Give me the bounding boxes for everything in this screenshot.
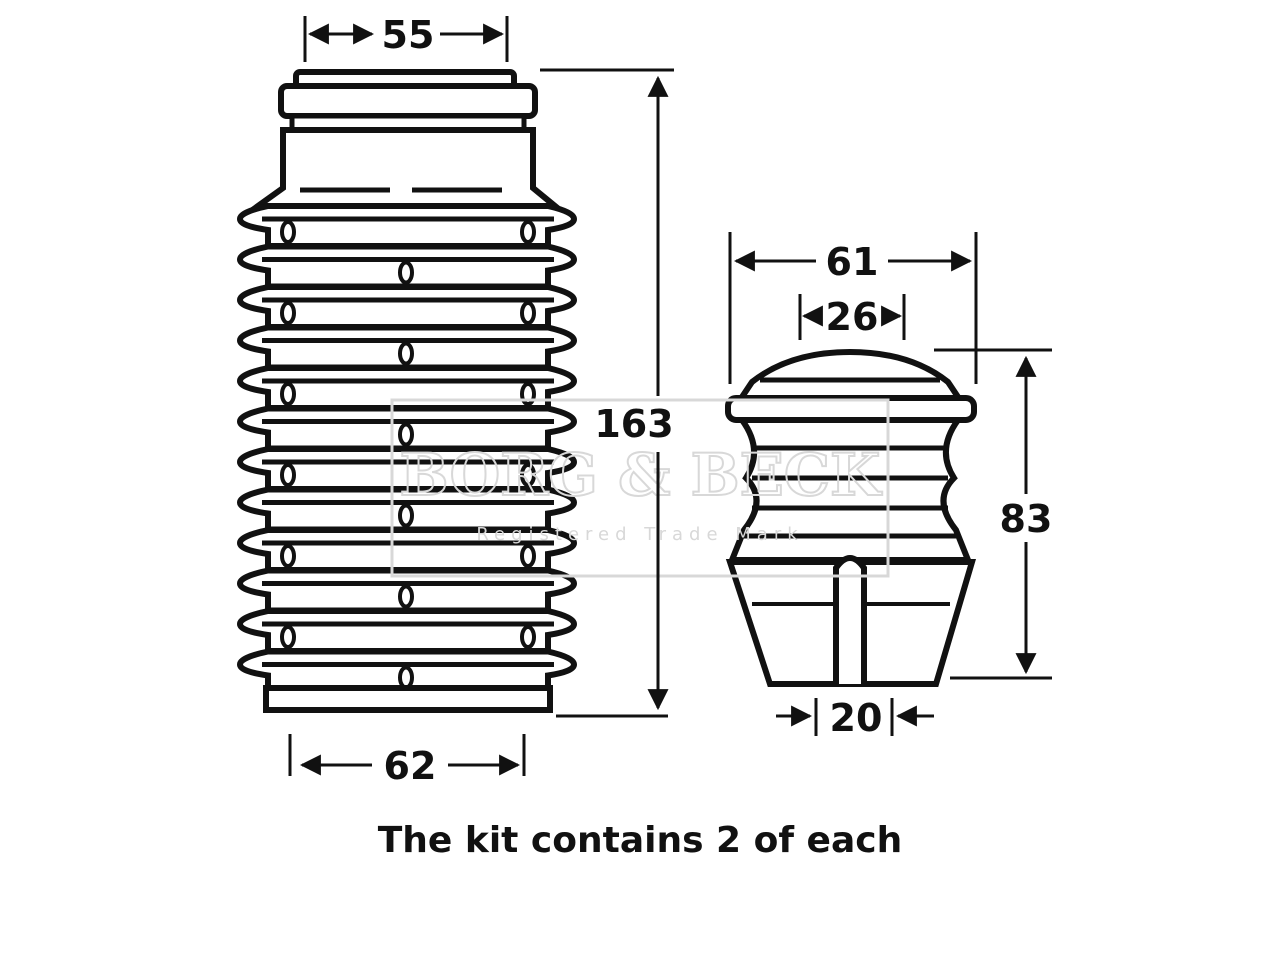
dim-boot-height <box>540 68 674 718</box>
dim-stop-slot <box>776 698 934 736</box>
bump-stop <box>725 348 977 687</box>
dim-stop-slot-label: 20 <box>830 696 883 740</box>
dim-stop-height <box>934 348 1052 680</box>
bellows-rivet <box>280 625 296 649</box>
bellows-rivet <box>398 341 414 366</box>
dim-boot-top-label: 55 <box>382 13 435 57</box>
watermark-subtitle: Registered Trade Mark <box>476 524 803 545</box>
bellows-rivet <box>520 301 536 325</box>
bellows-rivet <box>280 463 296 487</box>
dim-stop-width-label: 61 <box>826 240 879 284</box>
bellows-rivet <box>398 665 414 690</box>
boot-neck <box>248 127 564 209</box>
boot-bottom-ring <box>263 685 553 713</box>
bellows-rivet <box>398 584 414 609</box>
bellows-rivet <box>398 260 414 285</box>
watermark: BORG & BECK Registered Trade Mark <box>390 398 890 578</box>
bellows-rivet <box>520 625 536 649</box>
bellows-rivet <box>520 220 536 244</box>
dim-stop-height-label: 83 <box>1000 497 1053 541</box>
dim-boot-top <box>303 16 509 62</box>
stop-slot <box>833 555 867 684</box>
bellows-rivet <box>280 220 296 244</box>
bellows-rivet <box>280 382 296 406</box>
dim-boot-bottom-label: 62 <box>384 744 437 788</box>
dim-stop-top <box>798 294 906 340</box>
bellows-rivet <box>280 301 296 325</box>
boot-top-collar <box>278 83 538 119</box>
dim-stop-width <box>728 232 978 384</box>
watermark-brand: BORG & BECK <box>400 441 883 509</box>
bellows-rivet <box>398 422 414 447</box>
bellows-rivet <box>280 544 296 568</box>
bellows-rivet <box>520 544 536 568</box>
dim-boot-bottom <box>288 734 526 776</box>
stop-dome <box>734 348 966 403</box>
caption: The kit contains 2 of each <box>377 820 903 861</box>
bellows-rivet <box>520 463 536 487</box>
dust-boot <box>236 69 578 713</box>
dim-stop-top-label: 26 <box>826 295 879 339</box>
bellows-rivet <box>398 503 414 528</box>
dim-boot-height-label: 163 <box>594 402 673 446</box>
